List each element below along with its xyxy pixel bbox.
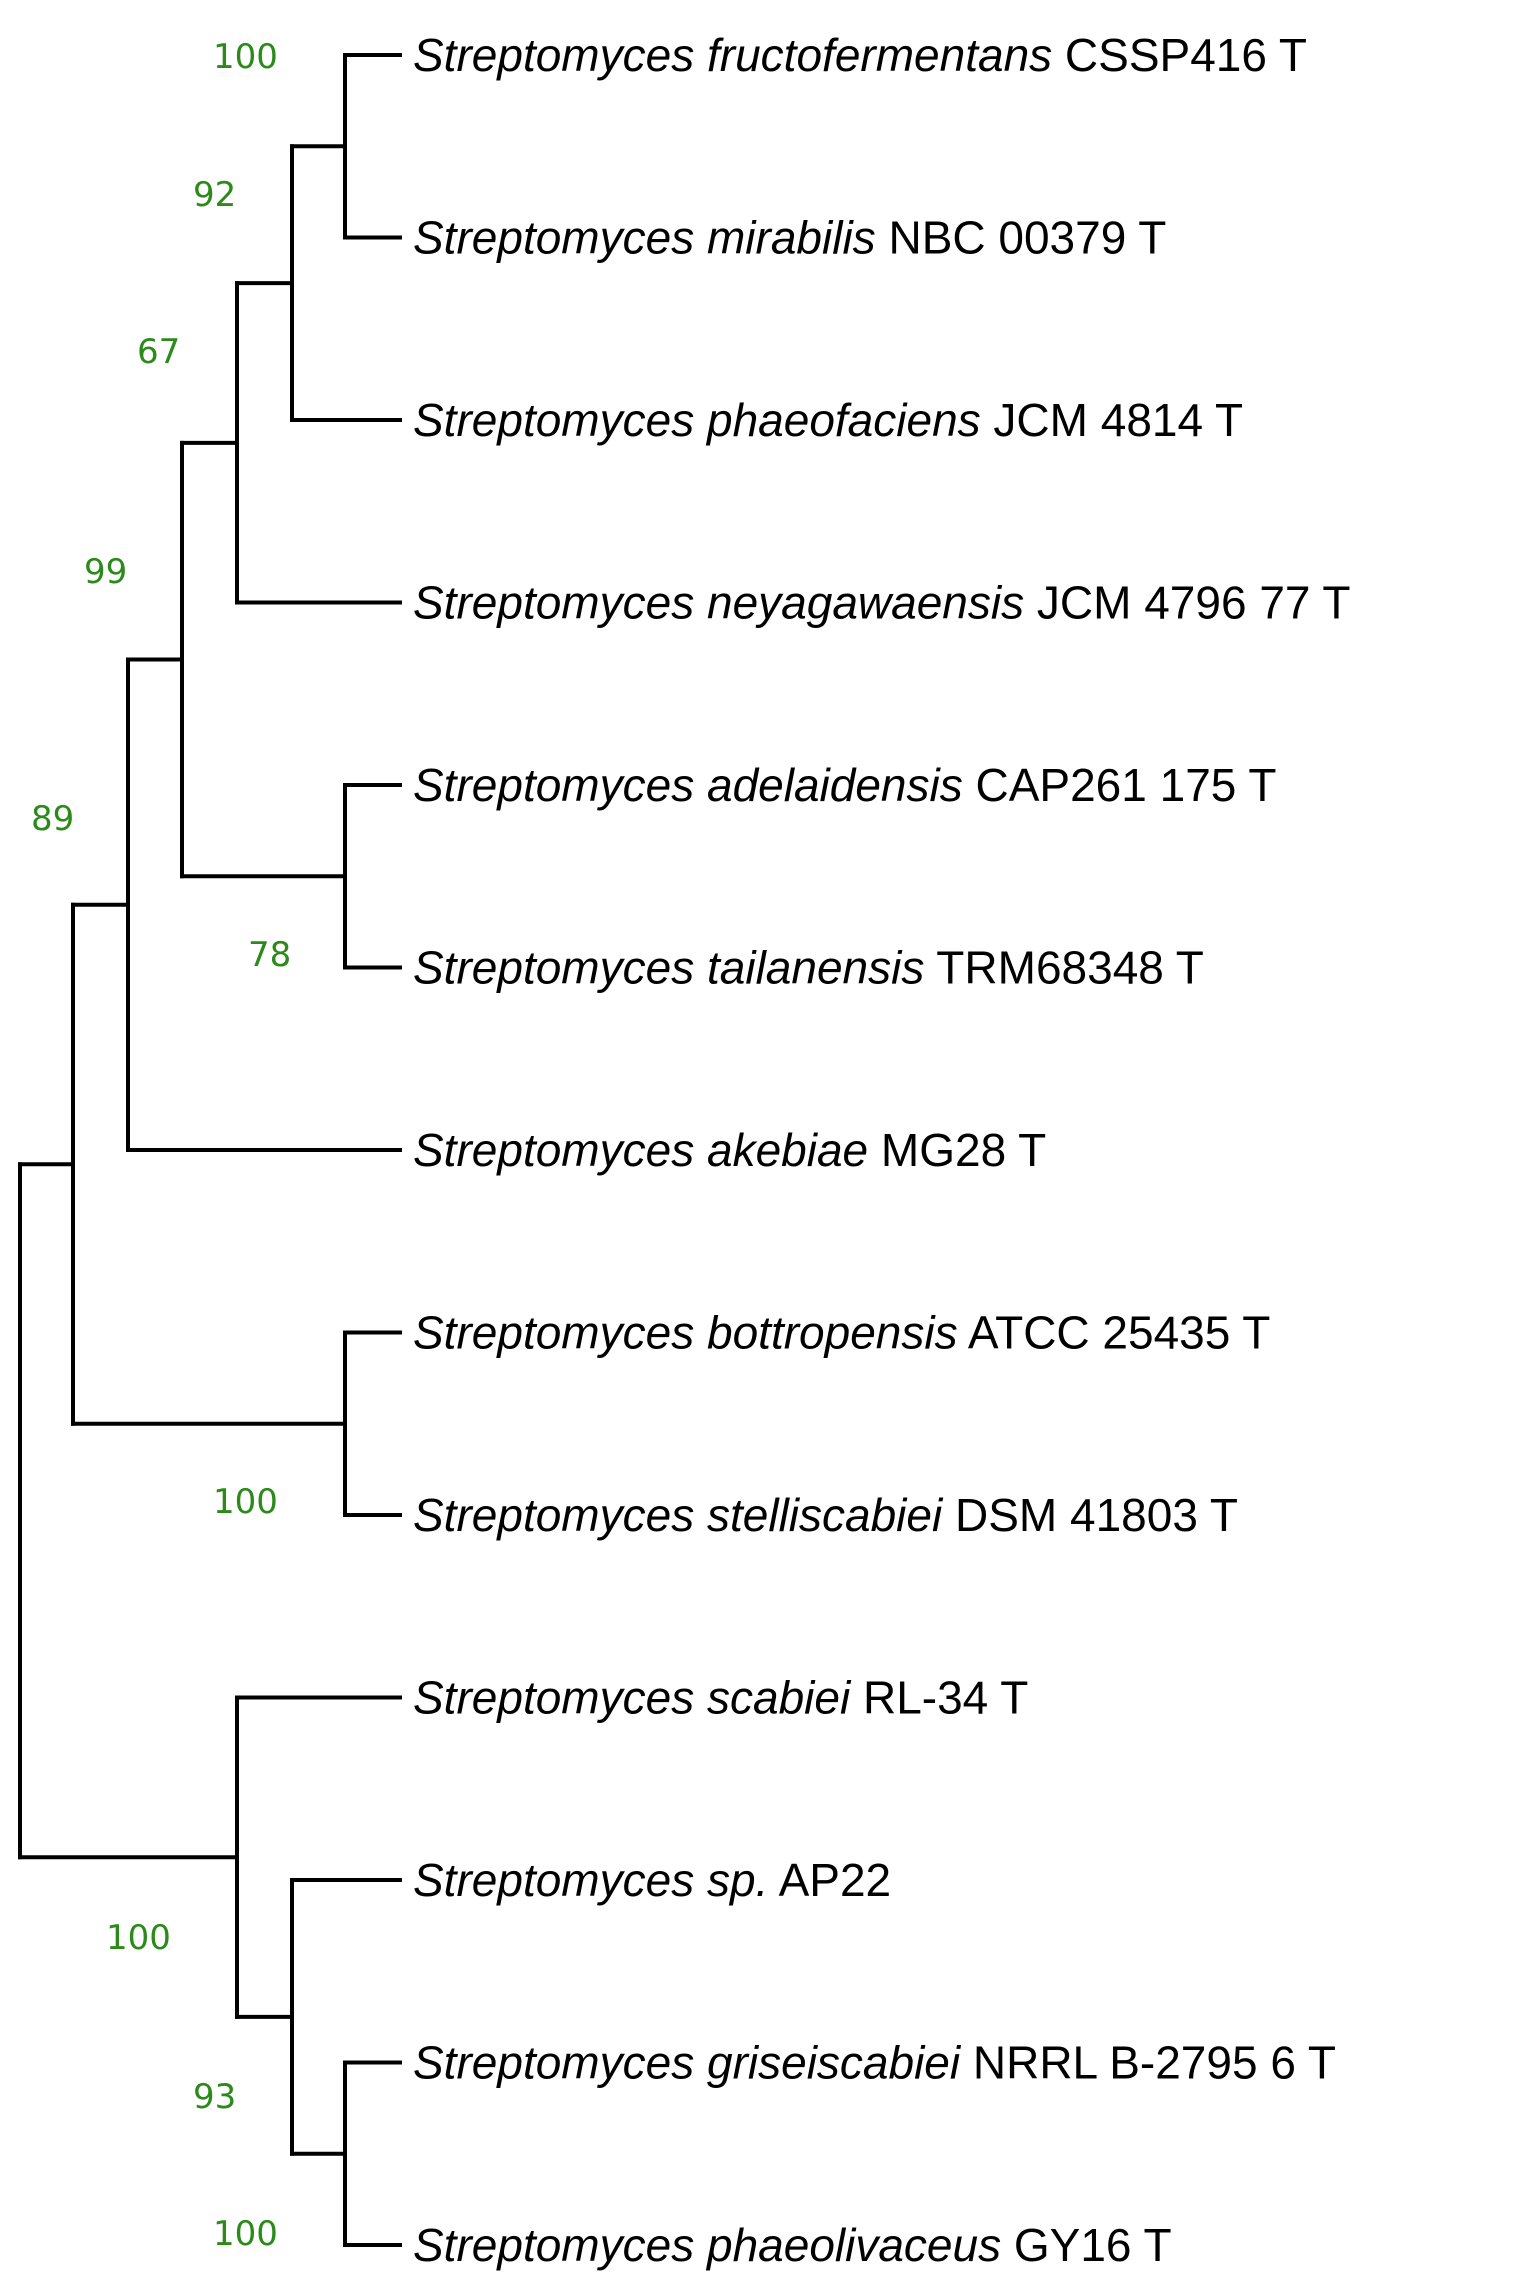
bootstrap-value-c2: 92 bbox=[193, 175, 236, 215]
taxon-label-t6: Streptomyces tailanensis TRM68348 T bbox=[413, 942, 1204, 994]
taxon-species-name: Streptomyces scabiei bbox=[413, 1672, 852, 1724]
taxon-strain: ATCC 25435 T bbox=[958, 1307, 1271, 1359]
taxon-strain: MG28 T bbox=[868, 1124, 1046, 1176]
taxon-strain: NBC 00379 T bbox=[876, 212, 1167, 264]
taxon-label-t5: Streptomyces adelaidensis CAP261 175 T bbox=[413, 759, 1276, 811]
taxon-strain: CSSP416 T bbox=[1052, 29, 1307, 81]
tree-branches bbox=[18, 53, 402, 2247]
taxon-species-name: Streptomyces fructofermentans bbox=[413, 29, 1052, 81]
taxon-species-name: Streptomyces phaeolivaceus bbox=[413, 2219, 1001, 2271]
bootstrap-value-c4: 78 bbox=[248, 935, 291, 975]
taxon-species-name: Streptomyces tailanensis bbox=[413, 942, 924, 994]
taxon-species-name: Streptomyces griseiscabiei bbox=[413, 2037, 962, 2089]
taxon-label-t2: Streptomyces mirabilis NBC 00379 T bbox=[413, 212, 1166, 264]
taxon-strain: TRM68348 T bbox=[924, 942, 1204, 994]
taxon-label-t7: Streptomyces akebiae MG28 T bbox=[413, 1124, 1046, 1176]
bootstrap-value-c1: 100 bbox=[213, 37, 278, 77]
bootstrap-value-c6: 89 bbox=[31, 799, 74, 839]
taxon-strain: CAP261 175 T bbox=[963, 759, 1277, 811]
taxon-species-name: Streptomyces neyagawaensis bbox=[413, 577, 1024, 629]
taxon-label-t12: Streptomyces griseiscabiei NRRL B-2795 6… bbox=[413, 2037, 1336, 2089]
taxon-species-name: Streptomyces phaeofaciens bbox=[413, 394, 981, 446]
taxon-strain: GY16 T bbox=[1001, 2219, 1171, 2271]
taxon-label-t3: Streptomyces phaeofaciens JCM 4814 T bbox=[413, 394, 1243, 446]
taxon-strain: AP22 bbox=[768, 1854, 891, 1906]
bootstrap-value-c5: 99 bbox=[84, 552, 127, 592]
bootstrap-value-c9: 100 bbox=[213, 2214, 278, 2254]
taxon-label-t11: Streptomyces sp. AP22 bbox=[413, 1854, 891, 1906]
bootstrap-value-c7: 100 bbox=[213, 1482, 278, 1522]
bootstrap-value-c3: 67 bbox=[137, 332, 180, 372]
taxon-species-name: Streptomyces akebiae bbox=[413, 1124, 868, 1176]
taxon-label-t9: Streptomyces stelliscabiei DSM 41803 T bbox=[413, 1489, 1238, 1541]
taxon-label-t8: Streptomyces bottropensis ATCC 25435 T bbox=[413, 1307, 1270, 1359]
taxon-species-name: Streptomyces mirabilis bbox=[413, 212, 876, 264]
taxon-label-t13: Streptomyces phaeolivaceus GY16 T bbox=[413, 2219, 1172, 2271]
taxon-species-name: Streptomyces bottropensis bbox=[413, 1307, 958, 1359]
taxon-species-name: Streptomyces stelliscabiei bbox=[413, 1489, 944, 1541]
bootstrap-value-c11: 100 bbox=[106, 1918, 171, 1958]
taxon-strain: NRRL B-2795 6 T bbox=[960, 2037, 1336, 2089]
taxon-label-t1: Streptomyces fructofermentans CSSP416 T bbox=[413, 29, 1307, 81]
taxon-strain: DSM 41803 T bbox=[942, 1489, 1238, 1541]
taxon-strain: RL-34 T bbox=[850, 1672, 1028, 1724]
taxon-strain: JCM 4814 T bbox=[981, 394, 1243, 446]
taxon-label-t4: Streptomyces neyagawaensis JCM 4796 77 T bbox=[413, 577, 1351, 629]
taxon-strain: JCM 4796 77 T bbox=[1024, 577, 1350, 629]
bootstrap-value-c10: 93 bbox=[193, 2077, 236, 2117]
taxon-species-name: Streptomyces adelaidensis bbox=[413, 759, 963, 811]
taxon-labels: Streptomyces fructofermentans CSSP416 TS… bbox=[413, 29, 1351, 2271]
bootstrap-values: 100 92 67 78 99 89 100 100 93 100 bbox=[31, 37, 291, 2254]
taxon-label-t10: Streptomyces scabiei RL-34 T bbox=[413, 1672, 1028, 1724]
taxon-species-name: Streptomyces sp. bbox=[413, 1854, 768, 1906]
